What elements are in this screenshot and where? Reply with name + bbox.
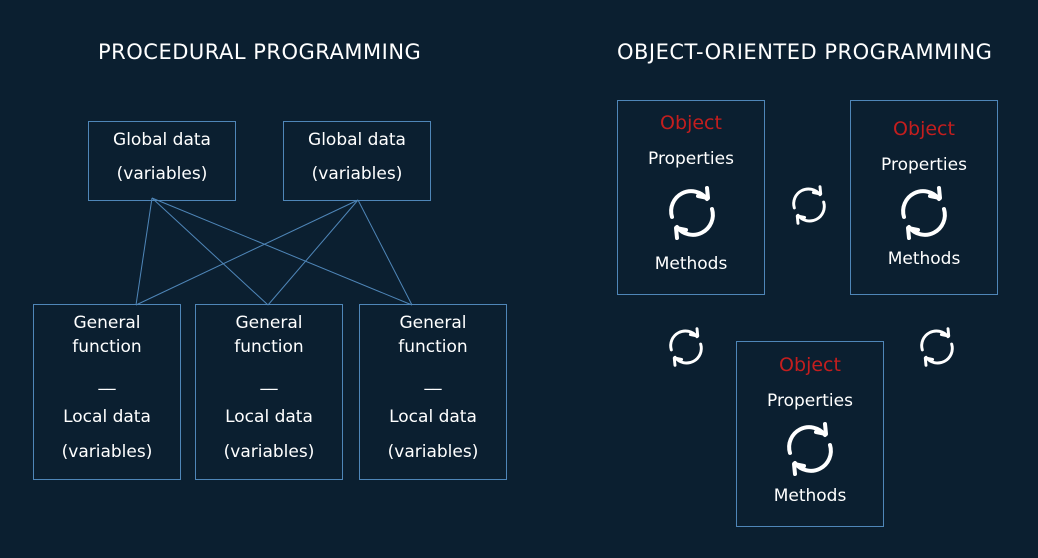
refresh-cycle-icon — [787, 422, 833, 476]
function-box: General function __ Local data (variable… — [195, 304, 343, 480]
object-box: Object Properties Methods — [736, 341, 884, 527]
local-data-label: Local data — [225, 407, 313, 427]
refresh-cycle-icon — [920, 327, 954, 367]
local-data-sublabel: (variables) — [223, 442, 315, 462]
local-data-label: Local data — [389, 407, 477, 427]
refresh-cycle-icon — [901, 186, 947, 240]
global-data-sublabel: (variables) — [116, 164, 208, 184]
procedural-heading: PROCEDURAL PROGRAMMING — [98, 40, 422, 64]
function-label: function — [72, 337, 142, 357]
global-data-sublabel: (variables) — [311, 164, 403, 184]
methods-label: Methods — [887, 249, 961, 269]
local-data-sublabel: (variables) — [61, 442, 153, 462]
methods-label: Methods — [654, 254, 728, 274]
connector-line — [135, 197, 153, 306]
refresh-cycle-icon — [669, 186, 715, 240]
global-data-box: Global data (variables) — [283, 121, 431, 201]
oop-heading: OBJECT-ORIENTED PROGRAMMING — [617, 40, 993, 64]
object-title: Object — [893, 118, 955, 140]
refresh-cycle-icon — [669, 327, 703, 367]
properties-label: Properties — [767, 391, 853, 411]
refresh-cycle-icon — [792, 185, 826, 225]
global-data-label: Global data — [308, 130, 406, 150]
object-title: Object — [779, 354, 841, 376]
object-title: Object — [660, 112, 722, 134]
connector-line — [151, 197, 269, 306]
global-data-label: Global data — [113, 130, 211, 150]
function-label: function — [234, 337, 304, 357]
global-data-box: Global data (variables) — [88, 121, 236, 201]
properties-label: Properties — [648, 149, 734, 169]
function-label: function — [398, 337, 468, 357]
separator: __ — [98, 371, 116, 391]
properties-label: Properties — [881, 155, 967, 175]
connector-line — [135, 199, 359, 306]
function-box: General function __ Local data (variable… — [359, 304, 507, 480]
separator: __ — [260, 371, 278, 391]
connector-line — [267, 199, 359, 306]
connector-line — [151, 197, 413, 306]
function-label: General — [399, 313, 467, 333]
object-box: Object Properties Methods — [850, 100, 998, 295]
local-data-sublabel: (variables) — [387, 442, 479, 462]
connector-line — [357, 199, 413, 306]
function-box: General function __ Local data (variable… — [33, 304, 181, 480]
methods-label: Methods — [773, 486, 847, 506]
function-label: General — [73, 313, 141, 333]
separator: __ — [424, 371, 442, 391]
function-label: General — [235, 313, 303, 333]
object-box: Object Properties Methods — [617, 100, 765, 295]
local-data-label: Local data — [63, 407, 151, 427]
